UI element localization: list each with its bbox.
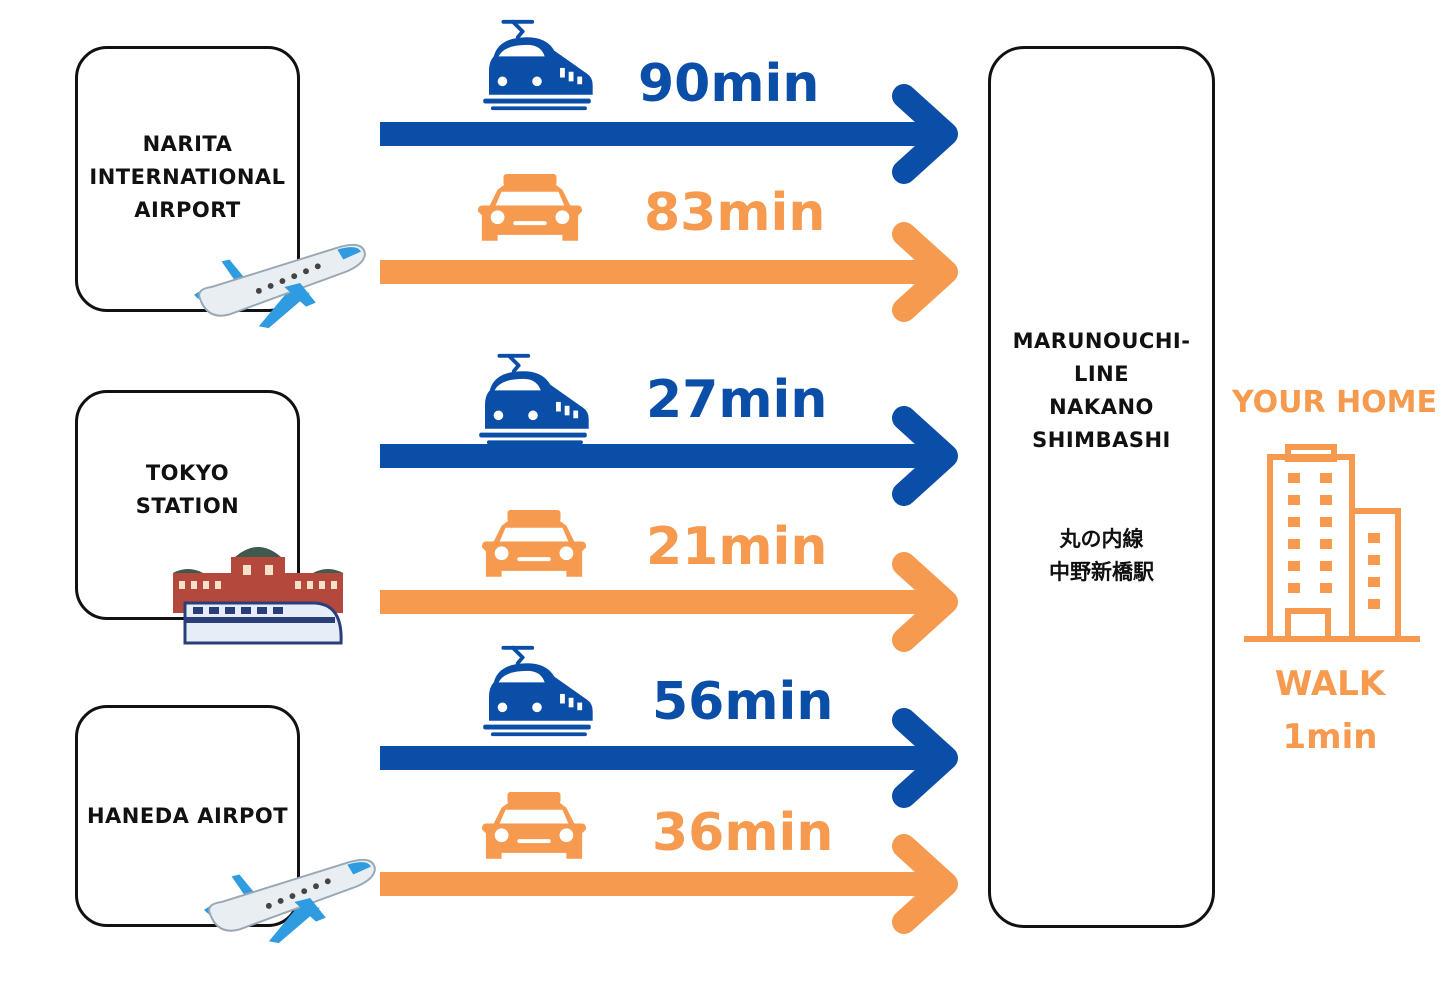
airplane-icon <box>196 845 381 953</box>
haneda-train-time: 56min <box>652 672 834 732</box>
origin-tokyo-label: TOKYO STATION <box>135 461 240 518</box>
origin-haneda-box: HANEDA AIRPOT <box>75 705 300 927</box>
destination-name-ja: 丸の内線 中野新橋駅 <box>1049 527 1154 584</box>
tokyo-train-time: 27min <box>646 370 828 430</box>
taxi-sign: TAXI <box>515 162 547 176</box>
walk-time: 1min <box>1282 717 1378 757</box>
origin-narita-box: NARITA INTERNATIONAL AIRPORT <box>75 46 300 312</box>
home-title: YOUR HOME <box>1232 385 1438 420</box>
narita-train-time: 90min <box>638 54 820 114</box>
haneda-train-arrow <box>380 708 958 808</box>
destination-name-en: MARUNOUCHI- LINE NAKANO SHIMBASHI <box>1012 329 1191 452</box>
tokyo-taxi-arrow <box>380 552 958 652</box>
narita-train-arrow <box>380 84 958 184</box>
haneda-taxi-arrow <box>380 834 958 934</box>
walk-label: WALK <box>1274 664 1386 704</box>
origin-narita-label: NARITA INTERNATIONAL AIRPORT <box>89 131 286 222</box>
narita-taxi-arrow <box>380 222 958 322</box>
building-icon <box>1244 444 1420 642</box>
airplane-icon <box>186 230 371 338</box>
origin-haneda-label: HANEDA AIRPOT <box>86 803 289 828</box>
tokyo-station-icon <box>172 543 344 653</box>
narita-taxi-time: 83min <box>644 183 826 243</box>
tokyo-taxi-time: 21min <box>646 517 828 577</box>
destination-box: MARUNOUCHI- LINE NAKANO SHIMBASHI 丸の内線 中… <box>988 46 1215 928</box>
tokyo-train-arrow <box>380 406 958 506</box>
taxi-sign: TAXI <box>519 780 551 794</box>
haneda-taxi-time: 36min <box>652 803 834 863</box>
taxi-sign: TAXI <box>519 498 551 512</box>
